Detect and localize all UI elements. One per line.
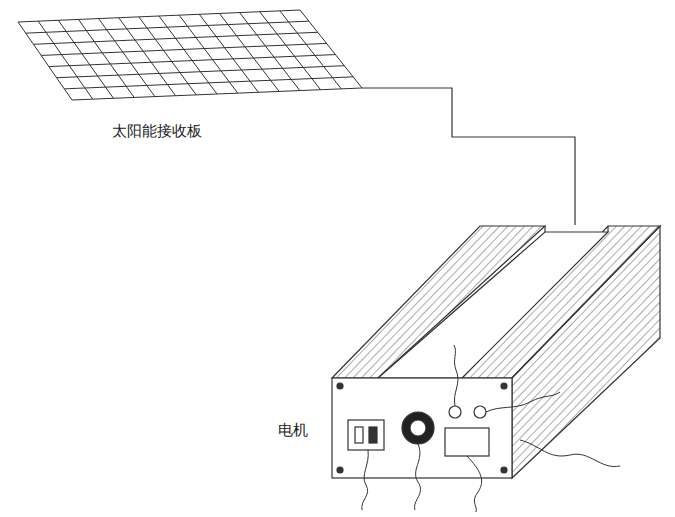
channel-edge [544, 226, 545, 232]
front-panel [332, 378, 512, 478]
side-face [512, 226, 660, 478]
indicator [449, 406, 461, 418]
part-label: 电机 [278, 421, 308, 439]
panel-column [38, 21, 93, 99]
panel-column [119, 18, 176, 96]
power-cable [362, 88, 575, 225]
panel-column [58, 20, 113, 98]
panel-frame [18, 10, 362, 100]
panel-column [99, 19, 155, 97]
panel-column [280, 11, 341, 89]
switch-key [355, 427, 363, 443]
screw [337, 467, 343, 473]
panel-column [139, 17, 196, 95]
indicator [474, 406, 486, 418]
screw [501, 467, 507, 473]
housing [332, 226, 660, 478]
motor-housing-node: 电机 [270, 225, 662, 501]
screw [501, 383, 507, 389]
panel-column [78, 19, 134, 97]
part-label: 太阳能接收板 [112, 122, 202, 140]
screw [337, 383, 343, 389]
display [445, 428, 489, 456]
channel-edge [607, 226, 608, 232]
knob [402, 412, 434, 444]
switch-key [369, 427, 377, 443]
solar-panel-node: 太阳能接收板 [15, 8, 362, 143]
knob-center [410, 420, 426, 436]
cables [362, 345, 620, 512]
switch [348, 420, 384, 450]
solar-panel [18, 10, 362, 100]
